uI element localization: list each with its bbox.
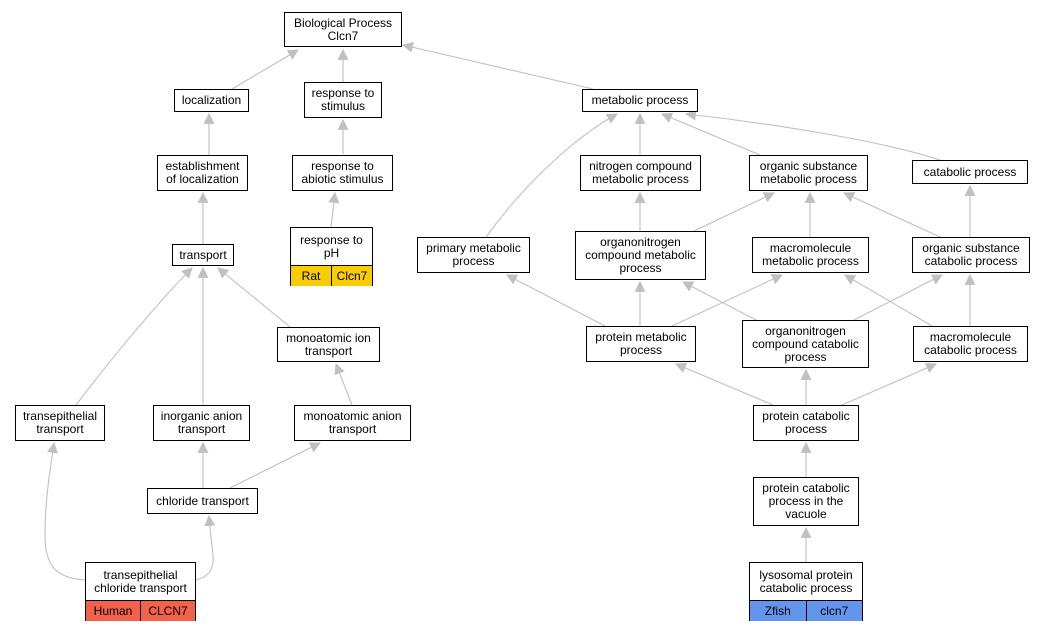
edge	[485, 113, 618, 238]
gene-label: clcn7	[805, 601, 863, 621]
node-chloride-transport[interactable]: chloride transport	[147, 488, 258, 514]
node-organonitrogen-compound-catabolic-process[interactable]: organonitrogen compound catabolic proces…	[742, 320, 869, 368]
edge	[75, 267, 193, 406]
node-label: transepithelial chloride transport	[94, 567, 187, 595]
node-monoatomic-anion-transport[interactable]: monoatomic anion transport	[294, 405, 411, 441]
edge	[841, 362, 938, 406]
node-monoatomic-ion-transport[interactable]: monoatomic ion transport	[277, 327, 380, 362]
node-localization[interactable]: localization	[174, 89, 249, 112]
node-organic-substance-metabolic-process[interactable]: organic substance metabolic process	[749, 155, 868, 191]
species-label: Rat	[290, 266, 331, 286]
edge	[401, 41, 594, 90]
node-protein-catabolic-process[interactable]: protein catabolic process	[753, 405, 859, 441]
annotation-row: Rat Clcn7	[290, 265, 373, 286]
edge	[849, 274, 943, 323]
node-organic-substance-catabolic-process[interactable]: organic substance catabolic process	[912, 237, 1030, 273]
node-nitrogen-compound-metabolic-process[interactable]: nitrogen compound metabolic process	[580, 155, 701, 191]
node-biological-process-root[interactable]: Biological Process Clcn7	[284, 12, 402, 47]
edge	[844, 274, 933, 327]
edge	[334, 362, 353, 406]
node-label: lysosomal protein catabolic process	[759, 567, 853, 595]
edge	[684, 109, 941, 161]
node-metabolic-process[interactable]: metabolic process	[582, 89, 698, 112]
annotation-row: Human CLCN7	[85, 600, 196, 621]
node-lysosomal-protein-catabolic-process[interactable]: lysosomal protein catabolic process Zfis…	[749, 562, 863, 621]
node-transepithelial-chloride-transport[interactable]: transepithelial chloride transport Human…	[85, 562, 196, 621]
node-macromolecule-catabolic-process[interactable]: macromolecule catabolic process	[913, 326, 1028, 362]
edge	[328, 191, 340, 228]
node-establishment-of-localization[interactable]: establishment of localization	[157, 155, 248, 191]
node-response-to-abiotic-stimulus[interactable]: response to abiotic stimulus	[292, 155, 393, 191]
node-organonitrogen-compound-metabolic-process[interactable]: organonitrogen compound metabolic proces…	[575, 231, 706, 280]
edge	[195, 514, 216, 581]
edge	[843, 192, 941, 238]
edge	[229, 442, 321, 489]
edge	[231, 49, 299, 90]
node-protein-catabolic-process-in-the-vacuole[interactable]: protein catabolic process in the vacuole	[753, 477, 859, 526]
gene-label: CLCN7	[140, 601, 196, 621]
gene-label: Clcn7	[331, 266, 373, 286]
node-inorganic-anion-transport[interactable]: inorganic anion transport	[153, 405, 250, 441]
species-label: Zfish	[749, 601, 806, 621]
node-response-to-ph[interactable]: response to pH Rat Clcn7	[290, 227, 373, 286]
edge	[217, 267, 291, 328]
node-transport[interactable]: transport	[172, 244, 234, 266]
node-transepithelial-transport[interactable]: transepithelial transport	[15, 405, 105, 441]
node-protein-metabolic-process[interactable]: protein metabolic process	[586, 326, 696, 362]
edge	[682, 281, 761, 323]
edge	[671, 274, 783, 327]
edge	[674, 362, 774, 406]
node-macromolecule-metabolic-process[interactable]: macromolecule metabolic process	[752, 237, 869, 273]
species-label: Human	[85, 601, 140, 621]
node-response-to-stimulus[interactable]: response to stimulus	[304, 82, 382, 118]
edge	[506, 274, 606, 327]
edge	[660, 112, 761, 156]
node-label: response to pH	[300, 232, 363, 260]
edge	[693, 192, 775, 232]
node-primary-metabolic-process[interactable]: primary metabolic process	[417, 237, 530, 273]
node-catabolic-process[interactable]: catabolic process	[912, 160, 1028, 184]
edges	[44, 41, 976, 581]
edge	[44, 441, 86, 581]
annotation-row: Zfish clcn7	[749, 600, 863, 621]
